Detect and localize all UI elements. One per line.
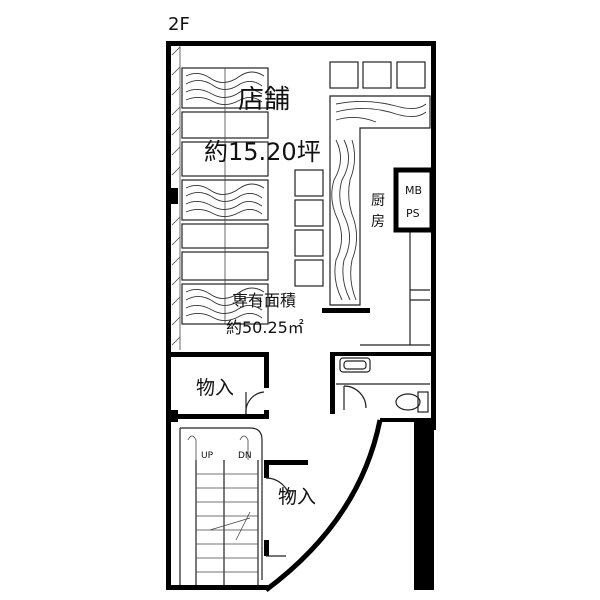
kitchen-area	[360, 230, 430, 346]
storage-1-label: 物入	[196, 377, 234, 399]
left-hatch	[171, 46, 181, 350]
mb-label: MB	[405, 184, 422, 197]
staircase	[179, 427, 263, 585]
storage-2-label: 物入	[278, 486, 316, 508]
floor-label: 2F	[168, 14, 190, 35]
exclusive-area-label: 専有面積	[232, 291, 296, 310]
kitchen-label: 厨 房	[371, 193, 389, 230]
stair-up-label: UP	[201, 451, 214, 461]
storage-1-walls	[166, 352, 269, 419]
counter-stools	[294, 169, 324, 287]
exclusive-area-value: 約50.25㎡	[226, 318, 304, 337]
storage-2-walls	[264, 460, 308, 557]
shop-area: 約15.20坪	[204, 138, 321, 166]
left-seating	[181, 67, 269, 325]
counter	[329, 95, 431, 306]
shop-name: 店舗	[238, 85, 290, 115]
partition-wall	[322, 308, 370, 313]
top-stools	[329, 61, 426, 89]
toilet-room	[330, 352, 434, 414]
mb-ps-box	[393, 167, 435, 233]
stair-dn-label: DN	[238, 451, 252, 461]
outer-walls	[166, 41, 436, 593]
ps-label: PS	[406, 207, 420, 220]
